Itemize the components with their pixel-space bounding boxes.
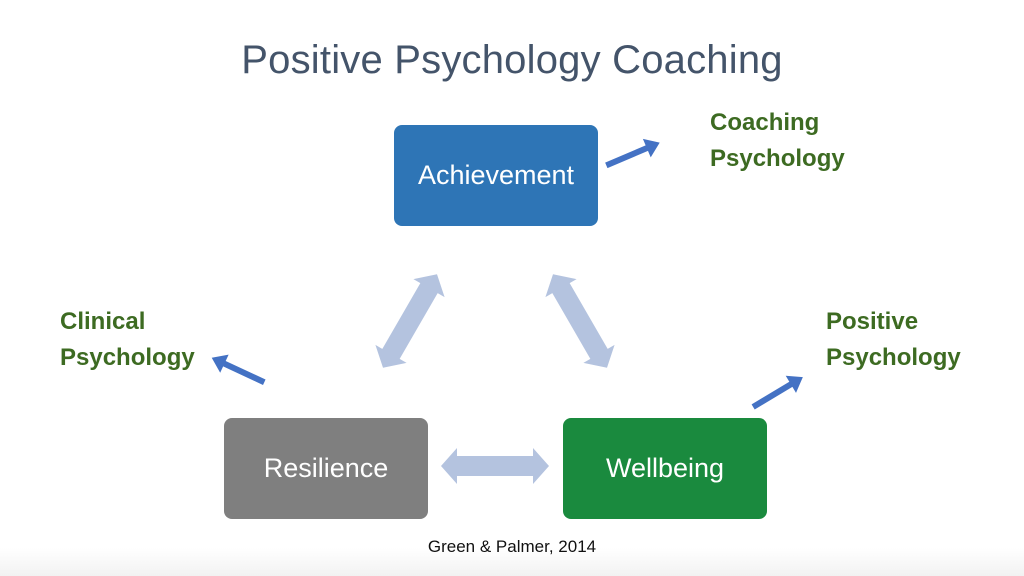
wellbeing-label: Wellbeing (605, 453, 725, 483)
positive-psychology-line-2: Psychology (826, 344, 961, 371)
slide-title: Positive Psychology Coaching (241, 38, 783, 82)
resilience-box: Resilience (224, 418, 428, 519)
clinical-psychology-line-2: Psychology (60, 344, 195, 371)
coaching-psychology-label: Coaching Psychology (710, 105, 845, 177)
coaching-psychology-line-1: Coaching (710, 109, 820, 136)
achievement-resilience-double-arrow (367, 265, 453, 377)
positive-psychology-arrow (747, 368, 809, 416)
citation: Green & Palmer, 2014 (427, 537, 597, 556)
wellbeing-box: Wellbeing (563, 418, 767, 519)
positive-psychology-line-1: Positive (826, 308, 919, 335)
clinical-psychology-label: Clinical Psychology (60, 304, 195, 376)
achievement-box: Achievement (394, 125, 598, 226)
clinical-psychology-arrow (207, 348, 269, 392)
clinical-psychology-line-1: Clinical (60, 308, 146, 335)
positive-psychology-label: Positive Psychology (826, 304, 961, 376)
footer-shade (0, 548, 1024, 576)
coaching-psychology-arrow (602, 133, 664, 175)
achievement-wellbeing-double-arrow (537, 265, 623, 377)
achievement-label: Achievement (417, 160, 575, 190)
coaching-psychology-line-2: Psychology (710, 145, 845, 172)
resilience-label: Resilience (263, 453, 389, 483)
resilience-wellbeing-double-arrow (441, 448, 549, 484)
